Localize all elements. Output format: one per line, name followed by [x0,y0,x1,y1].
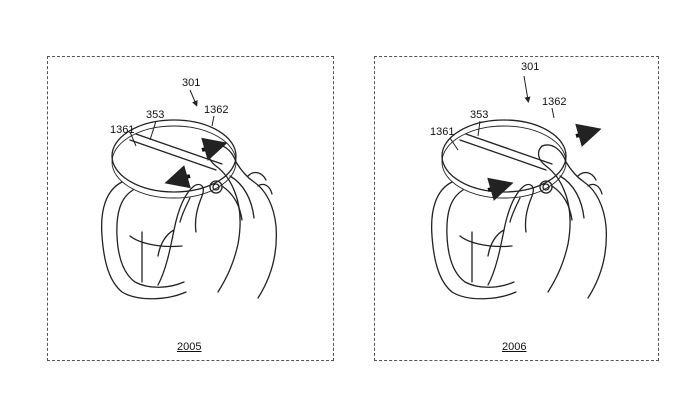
watch-illustration-2005 [100,89,278,300]
ref-area-left-label: 1361 [430,126,455,138]
figure-label: 2006 [502,341,527,353]
ref-divider-label: 353 [470,109,489,121]
ref-device-label: 301 [521,61,540,73]
figure-panel-2005 [47,56,334,361]
ref-divider-label: 353 [146,109,165,121]
figure-panel-2006 [374,56,659,361]
ref-area-right-label: 1362 [204,104,229,116]
ref-area-left-label: 1361 [110,124,135,136]
figure-label: 2005 [177,341,202,353]
ref-area-right-label: 1362 [542,96,567,108]
watch-illustration-2006 [430,75,608,300]
ref-device-label: 301 [182,77,201,89]
